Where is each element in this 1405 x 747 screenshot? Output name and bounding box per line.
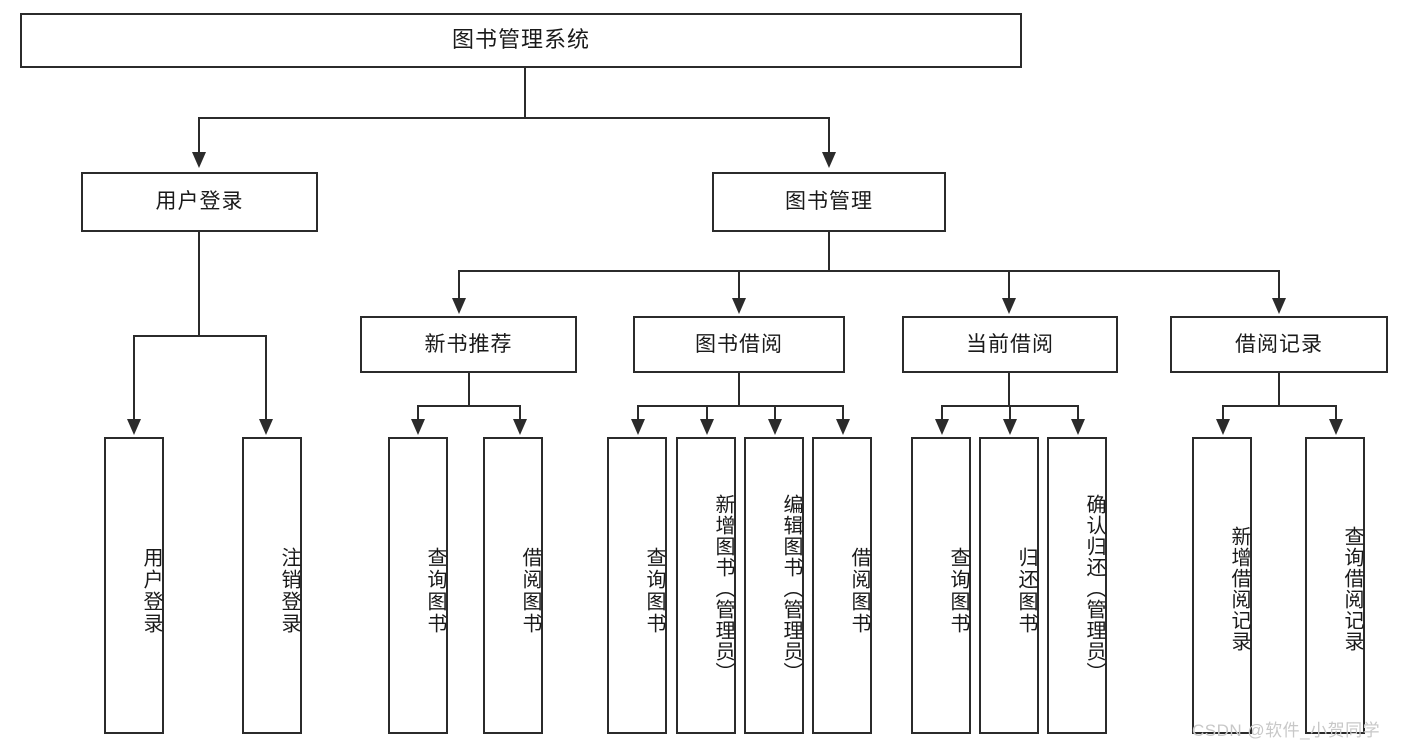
- arrow-book-mgmt-to-record: [1272, 298, 1286, 314]
- leaf-user-login-signin[interactable]: 用户登录: [104, 437, 164, 734]
- arrow-user-login-to-leaf-1: [127, 419, 141, 435]
- edge-root-to-book-mgmt: [828, 117, 830, 155]
- edge-user-login-to-leaf-2: [265, 335, 267, 421]
- edge-current-borrow-stem: [1008, 373, 1010, 406]
- arrow-borrow-record-to-leaf-2: [1329, 419, 1343, 435]
- arrow-user-login-to-leaf-2: [259, 419, 273, 435]
- edge-book-borrow-to-leaf-2: [706, 405, 708, 421]
- leaf-book-borrow-query[interactable]: 查询图书: [607, 437, 667, 734]
- edge-new-book-to-leaf-1: [417, 405, 419, 421]
- edge-user-login-stem: [198, 232, 200, 336]
- arrow-book-borrow-to-leaf-1: [631, 419, 645, 435]
- arrow-book-mgmt-to-current: [1002, 298, 1016, 314]
- node-new-book-recommend[interactable]: 新书推荐: [360, 316, 577, 373]
- edge-current-borrow-to-leaf-2: [1009, 405, 1011, 421]
- node-label: 图书管理系统: [451, 27, 590, 53]
- edge-book-borrow-to-leaf-4: [842, 405, 844, 421]
- arrow-new-book-to-leaf-1: [411, 419, 425, 435]
- edge-book-borrow-stem: [738, 373, 740, 406]
- edge-new-book-stem: [468, 373, 470, 406]
- edge-book-borrow-to-leaf-3: [774, 405, 776, 421]
- arrow-current-borrow-to-leaf-2: [1003, 419, 1017, 435]
- edge-user-login-bar: [133, 335, 265, 337]
- node-borrow-record[interactable]: 借阅记录: [1170, 316, 1388, 373]
- node-user-login[interactable]: 用户登录: [81, 172, 318, 232]
- node-label: 确认归还（管理员）: [1083, 494, 1105, 683]
- node-root-system[interactable]: 图书管理系统: [20, 13, 1022, 68]
- leaf-borrow-record-add[interactable]: 新增借阅记录: [1192, 437, 1252, 734]
- edge-book-mgmt-to-borrow: [738, 270, 740, 300]
- node-label: 用户登录: [155, 190, 244, 214]
- node-label: 借阅记录: [1235, 332, 1323, 356]
- leaf-book-borrow-edit[interactable]: 编辑图书（管理员）: [744, 437, 804, 734]
- node-label: 图书借阅: [695, 332, 783, 356]
- node-label: 查询图书: [424, 546, 446, 635]
- edge-borrow-record-stem: [1278, 373, 1280, 406]
- csdn-watermark: CSDN @软件_小贺同学: [1192, 716, 1380, 741]
- arrow-book-borrow-to-leaf-4: [836, 419, 850, 435]
- node-label: 当前借阅: [966, 332, 1054, 356]
- leaf-book-borrow-add[interactable]: 新增图书（管理员）: [676, 437, 736, 734]
- edge-book-borrow-bar: [637, 405, 842, 407]
- arrow-current-borrow-to-leaf-3: [1071, 419, 1085, 435]
- edge-book-mgmt-stem: [828, 232, 830, 271]
- edge-current-borrow-to-leaf-3: [1077, 405, 1079, 421]
- node-book-management[interactable]: 图书管理: [712, 172, 946, 232]
- edge-book-mgmt-to-new-book: [458, 270, 460, 300]
- node-label: 用户登录: [140, 546, 162, 635]
- node-label: 归还图书: [1015, 546, 1037, 635]
- edge-root-stem: [524, 68, 526, 118]
- leaf-borrow-record-query[interactable]: 查询借阅记录: [1305, 437, 1365, 734]
- edge-current-borrow-to-leaf-1: [941, 405, 943, 421]
- edge-borrow-record-to-leaf-1: [1222, 405, 1224, 421]
- leaf-current-borrow-confirm[interactable]: 确认归还（管理员）: [1047, 437, 1107, 734]
- node-label: 借阅图书: [848, 546, 870, 635]
- edge-root-bar: [198, 117, 830, 119]
- arrow-book-borrow-to-leaf-3: [768, 419, 782, 435]
- node-label: 查询图书: [947, 546, 969, 635]
- arrow-root-to-book-mgmt: [822, 152, 836, 168]
- edge-book-mgmt-to-current: [1008, 270, 1010, 300]
- node-label: 新增图书（管理员）: [712, 494, 734, 683]
- edge-book-borrow-to-leaf-1: [637, 405, 639, 421]
- arrow-root-to-user-login: [192, 152, 206, 168]
- node-book-borrow[interactable]: 图书借阅: [633, 316, 845, 373]
- leaf-user-login-signout[interactable]: 注销登录: [242, 437, 302, 734]
- edge-new-book-to-leaf-2: [519, 405, 521, 421]
- edge-borrow-record-bar: [1222, 405, 1335, 407]
- arrow-book-mgmt-to-new-book: [452, 298, 466, 314]
- node-label: 图书管理: [785, 190, 873, 214]
- leaf-book-borrow-lend[interactable]: 借阅图书: [812, 437, 872, 734]
- node-current-borrow[interactable]: 当前借阅: [902, 316, 1118, 373]
- arrow-borrow-record-to-leaf-1: [1216, 419, 1230, 435]
- leaf-new-book-borrow[interactable]: 借阅图书: [483, 437, 543, 734]
- node-label: 查询借阅记录: [1341, 525, 1363, 652]
- arrow-book-mgmt-to-borrow: [732, 298, 746, 314]
- leaf-new-book-query[interactable]: 查询图书: [388, 437, 448, 734]
- node-label: 新增借阅记录: [1228, 525, 1250, 652]
- edge-user-login-to-leaf-1: [133, 335, 135, 421]
- edge-root-to-user-login: [198, 117, 200, 155]
- arrow-new-book-to-leaf-2: [513, 419, 527, 435]
- node-label: 新书推荐: [424, 332, 513, 356]
- arrow-book-borrow-to-leaf-2: [700, 419, 714, 435]
- edge-book-mgmt-to-record: [1278, 270, 1280, 300]
- arrow-current-borrow-to-leaf-1: [935, 419, 949, 435]
- edge-borrow-record-to-leaf-2: [1335, 405, 1337, 421]
- node-label: 借阅图书: [519, 546, 541, 635]
- node-label: 编辑图书（管理员）: [780, 494, 802, 683]
- edge-book-mgmt-bar: [458, 270, 1280, 272]
- watermark-text: CSDN @软件_小贺同学: [1192, 721, 1381, 740]
- node-label: 查询图书: [643, 546, 665, 635]
- node-label: 注销登录: [278, 546, 300, 635]
- leaf-current-borrow-return[interactable]: 归还图书: [979, 437, 1039, 734]
- edge-new-book-bar: [417, 405, 519, 407]
- leaf-current-borrow-query[interactable]: 查询图书: [911, 437, 971, 734]
